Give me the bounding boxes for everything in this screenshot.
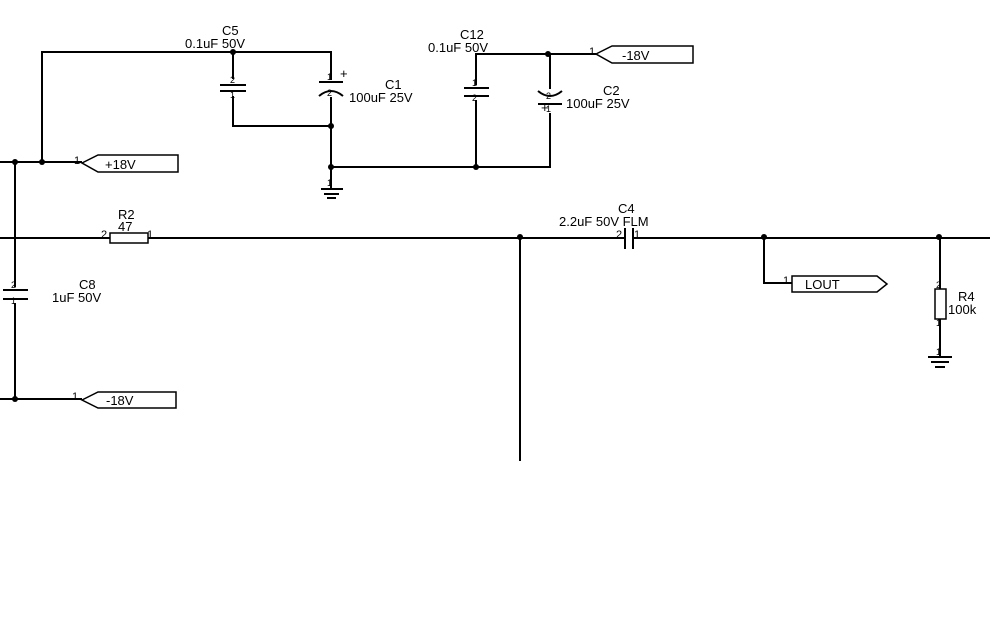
ground-symbol: 1: [321, 178, 343, 199]
c1-polarity-plus: +: [340, 66, 348, 81]
svg-text:1: 1: [589, 46, 595, 58]
port-minus18v-top: 1 -18V: [589, 45, 694, 64]
svg-text:1: 1: [546, 104, 551, 114]
c5-ref: C5: [222, 23, 239, 38]
ground-symbol-r4: 1: [928, 347, 952, 368]
capacitor-c12: 1 2 C12 0.1uF 50V: [428, 27, 489, 103]
svg-text:1: 1: [936, 318, 941, 328]
svg-text:2: 2: [101, 229, 107, 241]
port-plus18v: 1 +18V: [74, 154, 179, 173]
port-lout: 1 LOUT: [783, 275, 889, 293]
svg-text:1: 1: [327, 178, 332, 188]
c12-value: 0.1uF 50V: [428, 40, 488, 55]
c1-ref: C1: [385, 77, 402, 92]
r4-ref: R4: [958, 289, 975, 304]
svg-text:1: 1: [472, 78, 477, 88]
c5-value: 0.1uF 50V: [185, 36, 245, 51]
svg-text:1: 1: [783, 275, 789, 287]
capacitor-c5: 2 1 C5 0.1uF 50V: [185, 23, 246, 100]
c2-ref: C2: [603, 83, 620, 98]
junctions: [12, 49, 942, 402]
svg-text:1: 1: [147, 229, 153, 241]
svg-text:2: 2: [230, 75, 235, 85]
c8-ref: C8: [79, 277, 96, 292]
svg-text:2: 2: [472, 93, 477, 103]
svg-text:2: 2: [327, 88, 332, 98]
svg-text:1: 1: [11, 296, 16, 306]
resistor-r2: 2 1 R2 47: [101, 207, 153, 244]
c1-value: 100uF 25V: [349, 90, 413, 105]
resistor-r4: 2 1 R4 100k: [934, 280, 977, 328]
port-minus18v-left-label: -18V: [106, 393, 134, 408]
capacitor-c2: + 2 1 C2 100uF 25V: [537, 83, 630, 115]
svg-text:2: 2: [546, 91, 551, 101]
c4-value: 2.2uF 50V FLM: [559, 214, 649, 229]
port-minus18v-top-label: -18V: [622, 48, 650, 63]
c12-ref: C12: [460, 27, 484, 42]
capacitor-c4: 2 1 C4 2.2uF 50V FLM: [559, 201, 649, 249]
svg-text:2: 2: [936, 280, 941, 290]
svg-text:2: 2: [616, 229, 622, 241]
capacitor-c8: 2 1 C8 1uF 50V: [3, 277, 101, 306]
r2-ref: R2: [118, 207, 135, 222]
c2-polarity-plus: +: [541, 100, 549, 115]
r4-value: 100k: [948, 302, 977, 317]
c8-value: 1uF 50V: [52, 290, 101, 305]
svg-text:1: 1: [230, 90, 235, 100]
c4-ref: C4: [618, 201, 635, 216]
capacitor-c1: + 1 2 C1 100uF 25V: [318, 66, 413, 105]
svg-text:1: 1: [74, 155, 80, 167]
port-minus18v-left: 1 -18V: [72, 391, 177, 409]
svg-text:1: 1: [936, 347, 941, 357]
port-plus18v-label: +18V: [105, 157, 136, 172]
port-lout-label: LOUT: [805, 277, 840, 292]
svg-text:2: 2: [11, 280, 16, 290]
c2-value: 100uF 25V: [566, 96, 630, 111]
svg-text:1: 1: [634, 229, 640, 241]
svg-text:1: 1: [72, 391, 78, 403]
svg-text:1: 1: [327, 72, 332, 82]
r2-value: 47: [118, 219, 132, 234]
